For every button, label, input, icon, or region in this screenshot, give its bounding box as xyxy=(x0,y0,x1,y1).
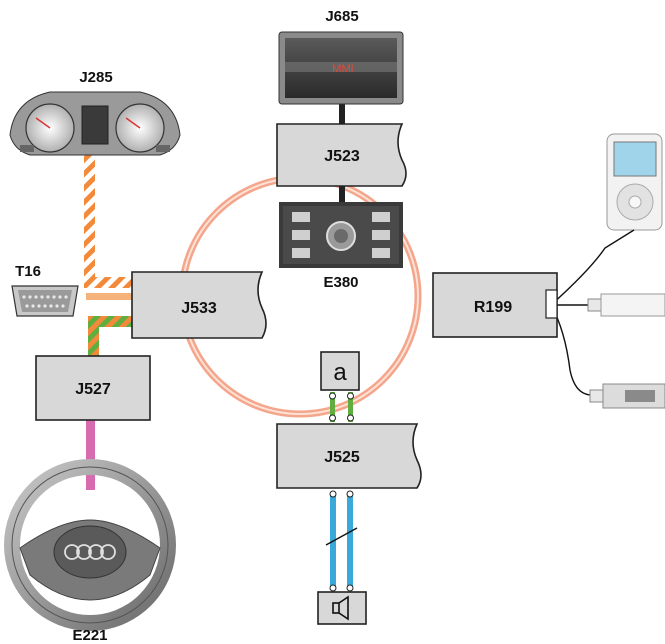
usb-stick xyxy=(587,293,665,317)
label-j533: J533 xyxy=(181,300,217,317)
e221-steering-wheel xyxy=(4,459,176,631)
media-player-device xyxy=(589,383,665,409)
speaker-wire-right xyxy=(347,492,353,588)
r199-connector xyxy=(545,289,558,319)
label-e221: E221 xyxy=(72,627,107,644)
speaker-icon xyxy=(332,595,349,621)
j525-box xyxy=(276,423,422,489)
label-j523: J523 xyxy=(324,148,360,165)
can-wire-j285-horizontal xyxy=(84,277,134,288)
twist-mark xyxy=(325,527,358,546)
label-j527: J527 xyxy=(75,381,111,398)
j533-box xyxy=(131,271,267,339)
ipod-device xyxy=(606,133,663,231)
label-j525: J525 xyxy=(324,449,360,466)
can-wire-j527-horizontal xyxy=(88,316,134,327)
label-r199: R199 xyxy=(474,299,512,316)
tuner-wire-right xyxy=(348,392,353,422)
tuner-box xyxy=(320,351,360,391)
j527-box xyxy=(35,355,151,421)
r199-box xyxy=(432,272,558,338)
label-j685: J685 xyxy=(325,8,358,25)
e380-control-panel xyxy=(279,202,403,268)
j285-instrument-cluster xyxy=(9,91,181,156)
tuner-symbol: a xyxy=(333,359,347,386)
link-j685-j523 xyxy=(339,104,345,124)
label-j285: J285 xyxy=(79,69,112,86)
display-mmi-text: MMI xyxy=(332,63,353,75)
speaker-wire-left xyxy=(330,492,336,588)
label-e380: E380 xyxy=(323,274,358,291)
j685-display: MMI xyxy=(278,31,404,105)
link-j523-e380 xyxy=(339,186,345,206)
can-wire-j285 xyxy=(84,148,95,288)
j523-box xyxy=(276,123,407,187)
can-wire-j527 xyxy=(88,316,99,356)
label-t16: T16 xyxy=(15,263,41,280)
lin-wire-e221 xyxy=(86,420,95,490)
tuner-wire-left xyxy=(330,392,335,422)
speaker-box xyxy=(317,591,367,625)
can-wire-t16 xyxy=(86,293,134,300)
t16-diagnostic-connector xyxy=(11,285,79,317)
